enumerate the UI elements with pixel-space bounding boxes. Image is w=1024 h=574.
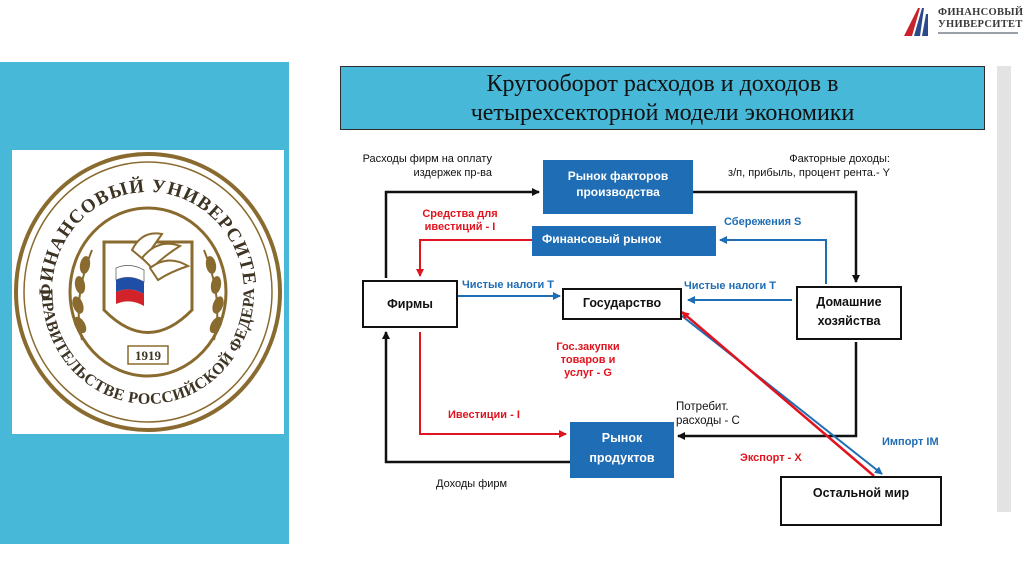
factor-income-line2: з/п, прибыль, процент рента.- Y [728, 167, 890, 179]
logo-line2: УНИВЕРСИТЕТ [938, 19, 1023, 30]
label-investment: Ивестиции - I [448, 409, 520, 421]
seal-year: 1919 [135, 348, 162, 363]
arrow-savings [719, 236, 827, 284]
factor-market-line1: Рынок факторов [567, 169, 669, 183]
label-consumer-spending: Потребит. расходы - С [676, 400, 740, 428]
label-firm-costs: Расходы фирм на оплату издержек пр-ва [330, 152, 492, 180]
arrow-investment-funds [416, 239, 532, 277]
right-decor-bar [997, 66, 1011, 512]
slide-title: Кругооборот расходов и доходов в четырех… [340, 66, 985, 130]
gov-purchases-line2: товаров и [560, 354, 616, 366]
arrow-product-market-firms [382, 331, 572, 464]
firms-label: Фирмы [387, 297, 433, 311]
box-factor-market: Рынок факторов производства [543, 160, 693, 214]
product-market-line2: продуктов [589, 451, 655, 465]
investment-funds-line2: ивестиций - I [424, 221, 496, 233]
label-gov-purchases: Гос.закупки товаров и услуг - G [536, 341, 640, 380]
label-investment-funds: Средства для ивестиций - I [412, 208, 508, 234]
label-savings: Сбережения S [724, 216, 802, 228]
logo-mark-icon [904, 8, 928, 36]
label-exports: Экспорт - X [740, 452, 802, 464]
gov-purchases-line3: услуг - G [564, 367, 612, 379]
logo-underline [938, 32, 1018, 34]
box-financial-market: Финансовый рынок [532, 226, 716, 256]
box-households: Домашние хозяйства [796, 286, 902, 340]
label-factor-income: Факторные доходы: з/п, прибыль, процент … [690, 152, 890, 180]
logo-line1: ФИНАНСОВЫЙ [938, 7, 1024, 18]
label-imports: Импорт IM [882, 436, 939, 448]
label-net-taxes-firms: Чистые налоги Т [462, 279, 555, 291]
russian-flag-icon [115, 265, 145, 306]
box-firms: Фирмы [362, 280, 458, 328]
label-net-taxes-households: Чистые налоги Т [684, 280, 777, 292]
consumer-spending-line2: расходы - С [676, 415, 740, 427]
product-market-line1: Рынок [601, 431, 643, 445]
households-line1: Домашние [816, 295, 882, 309]
arrow-factor-market-households [693, 190, 860, 283]
financial-market-label: Финансовый рынок [542, 232, 662, 246]
arrow-imports [681, 315, 883, 475]
label-firm-income: Доходы фирм [436, 478, 508, 490]
title-line2: четырехсекторной модели экономики [470, 100, 855, 126]
rest-of-world-label: Остальной мир [812, 486, 910, 500]
gov-purchases-line1: Гос.закупки [556, 341, 620, 353]
box-product-market: Рынок продуктов [570, 422, 674, 478]
university-logo: ФИНАНСОВЫЙ УНИВЕРСИТЕТ [902, 4, 1024, 38]
arrow-investment [419, 332, 567, 438]
arrow-households-product-market [677, 342, 858, 440]
factor-market-line2: производства [576, 185, 660, 199]
factor-income-line1: Факторные доходы: [789, 153, 890, 165]
box-government: Государство [562, 288, 682, 320]
firm-costs-line1: Расходы фирм на оплату [362, 153, 492, 165]
university-seal: ФИНАНСОВЫЙ УНИВЕРСИТЕТ ПРИ ПРАВИТЕЛЬСТВЕ… [12, 150, 284, 434]
firm-costs-line2: издержек пр-ва [413, 167, 492, 179]
box-rest-of-world: Остальной мир [780, 476, 942, 526]
arrow-firms-factor-market [384, 188, 540, 278]
consumer-spending-line1: Потребит. [676, 401, 729, 413]
government-label: Государство [582, 296, 662, 310]
arrow-exports [681, 311, 875, 477]
title-line1: Кругооборот расходов и доходов в [486, 71, 839, 97]
investment-funds-line1: Средства для [422, 208, 498, 220]
households-line2: хозяйства [817, 314, 881, 328]
